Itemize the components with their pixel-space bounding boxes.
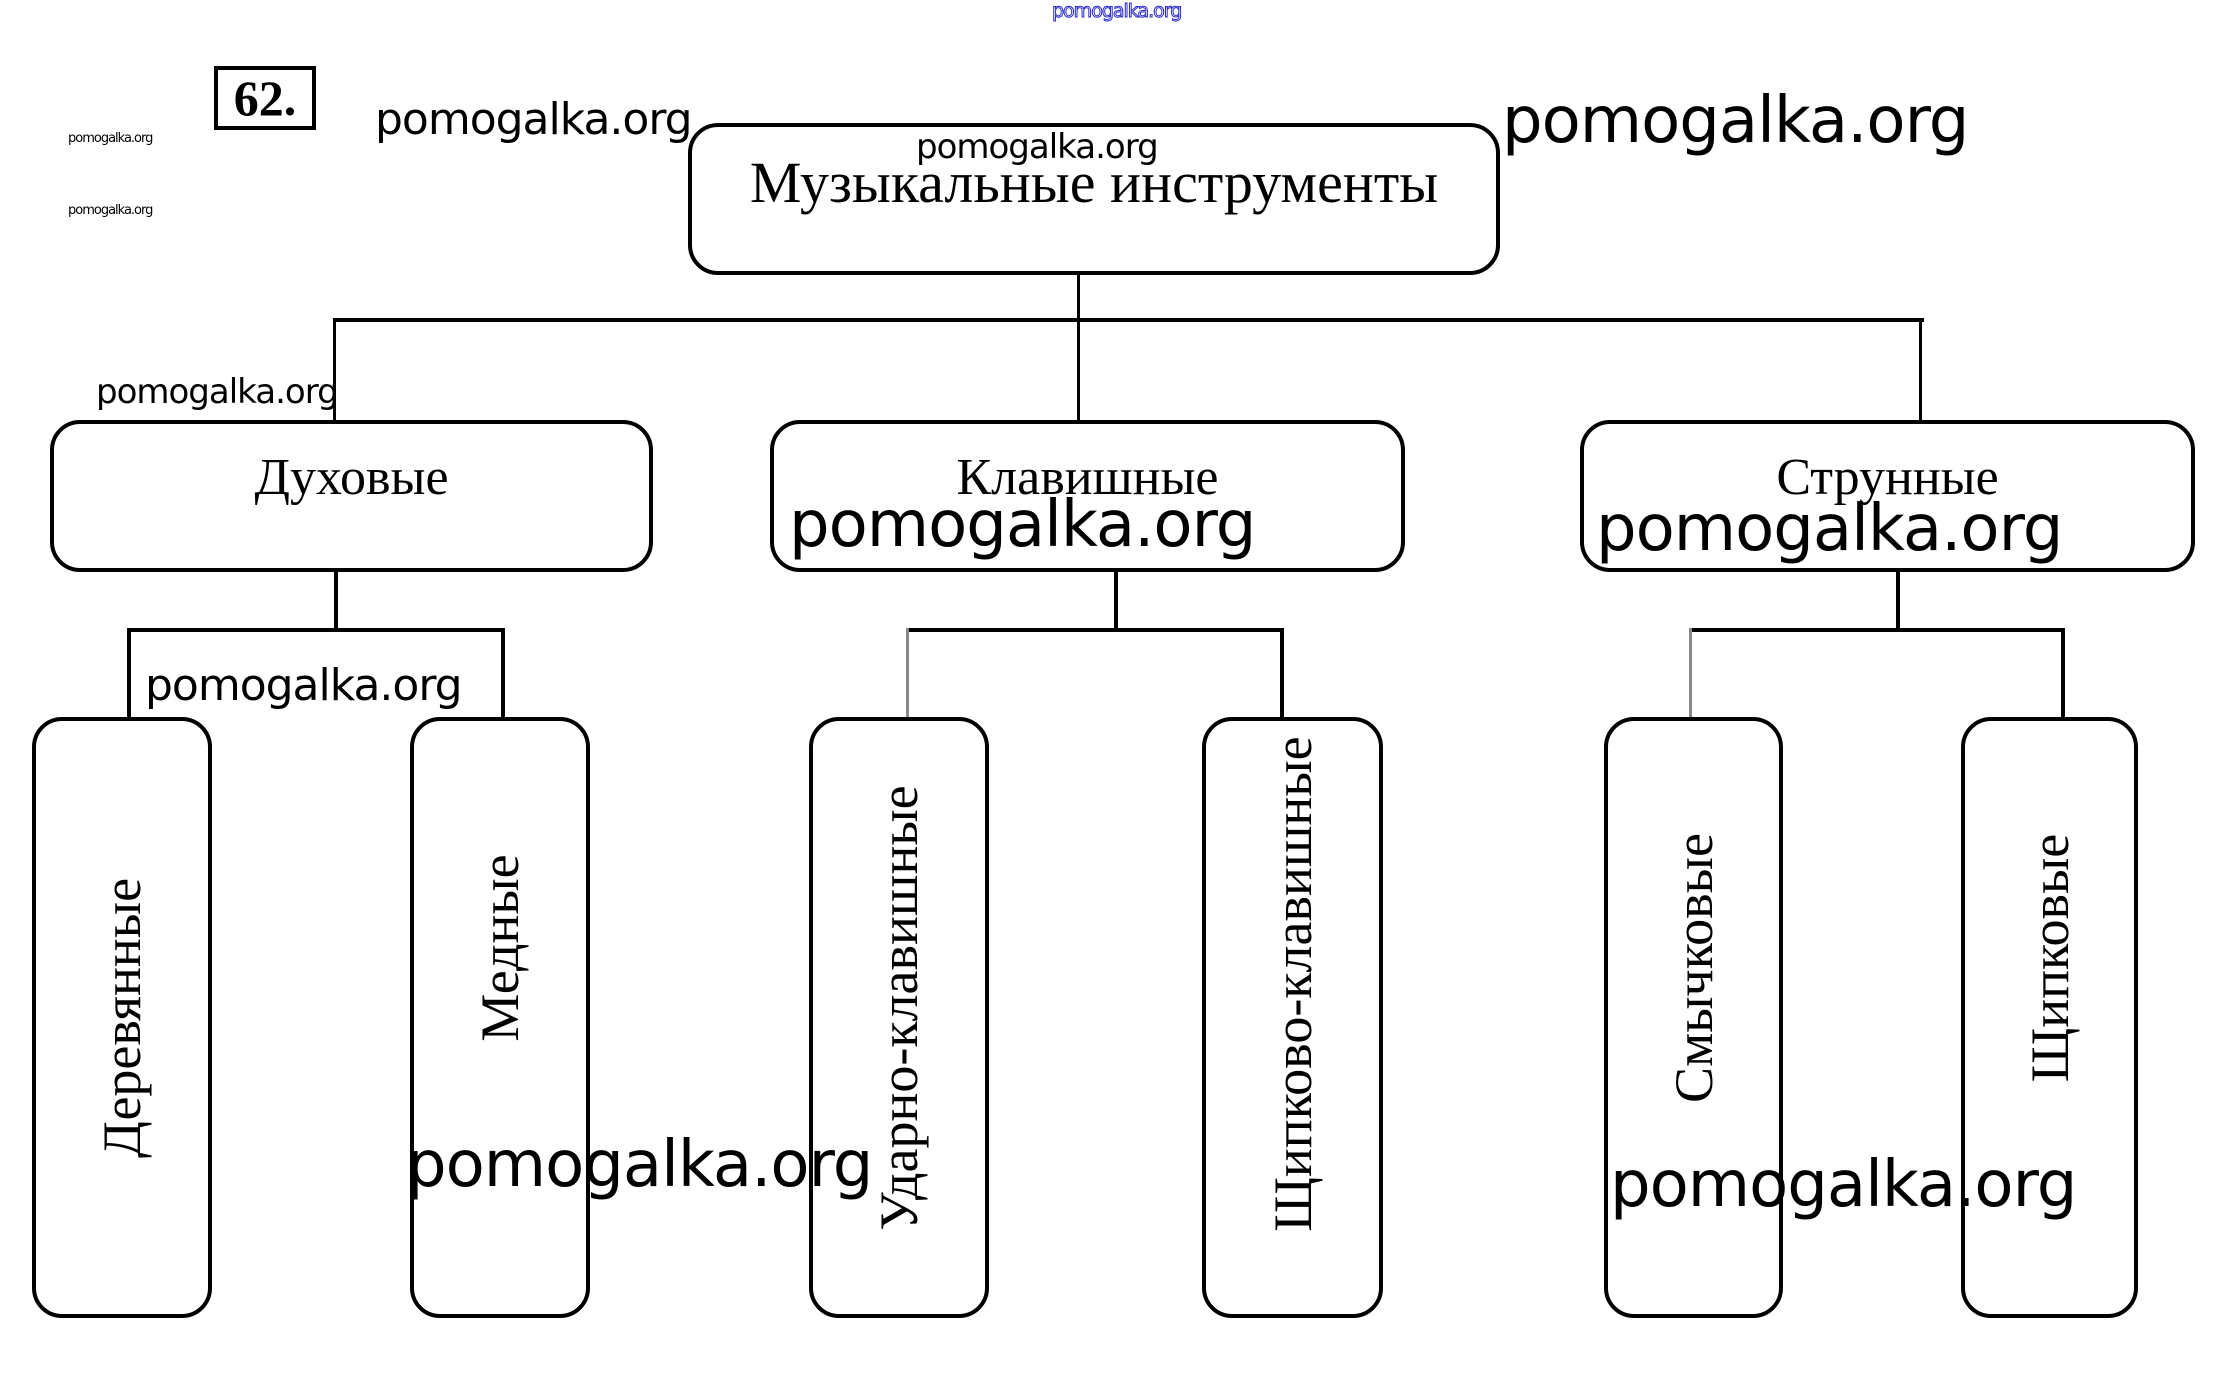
connector-to-plucked-keyboard — [1280, 628, 1284, 719]
watermark-2: pomogalka.org — [916, 127, 1159, 167]
connector-wind-horizontal — [127, 628, 505, 632]
watermark-8: pomogalka.org — [406, 1128, 873, 1202]
connector-to-strings — [1919, 318, 1922, 422]
watermark-9: pomogalka.org — [1610, 1148, 2077, 1222]
category-label: Клавишные — [956, 449, 1219, 506]
connector-to-brass — [501, 628, 505, 719]
connector-to-bowed — [1689, 628, 1692, 719]
connector-to-hammer-keyboard — [906, 628, 909, 719]
connector-keyboard-down — [1114, 572, 1118, 632]
subcategory-node-hammer-keyboard: Ударно-клавишные — [809, 717, 989, 1318]
connector-keyboard-horizontal — [906, 628, 1284, 632]
subcategory-label: Щипково-клавишные — [1262, 735, 1323, 1232]
task-number: 62. — [233, 70, 297, 126]
watermark-3: pomogalka.org — [1502, 84, 1969, 158]
task-number-badge: 62. — [214, 66, 316, 130]
connector-to-wind — [333, 318, 336, 422]
category-label: Духовые — [254, 449, 449, 506]
watermark-7: pomogalka.org — [145, 660, 463, 711]
connector-strings-down — [1896, 572, 1900, 632]
connector-strings-horizontal — [1689, 628, 2065, 632]
connector-to-woodwind — [127, 628, 131, 719]
watermark-small-1: pomogalka.org — [68, 131, 153, 146]
connector-wind-down — [334, 572, 338, 632]
connector-to-plucked-strings — [2061, 628, 2065, 719]
watermark-top-outline: pomogalka.org — [1051, 0, 1182, 23]
subcategory-node-plucked-keyboard: Щипково-клавишные — [1202, 717, 1383, 1318]
category-node-wind: Духовые — [50, 420, 653, 572]
subcategory-label: Щипковые — [2019, 833, 2080, 1082]
subcategory-label: Деревянные — [92, 877, 152, 1158]
category-node-strings: Струнные — [1580, 420, 2195, 572]
root-node: Музыкальные инструменты — [688, 123, 1500, 275]
subcategory-label: Медные — [470, 853, 530, 1042]
subcategory-label: Смычковые — [1663, 832, 1724, 1103]
subcategory-node-woodwind: Деревянные — [32, 717, 212, 1318]
watermark-4: pomogalka.org — [96, 372, 339, 412]
watermark-6: pomogalka.org — [1596, 492, 2063, 566]
category-label: Струнные — [1776, 449, 1999, 506]
category-node-keyboard: Клавишные — [770, 420, 1405, 572]
subcategory-node-brass: Медные — [410, 717, 590, 1318]
watermark-small-2: pomogalka.org — [68, 203, 153, 218]
subcategory-node-bowed: Смычковые — [1604, 717, 1783, 1318]
root-node-label: Музыкальные инструменты — [749, 150, 1439, 215]
connector-root-down — [1077, 275, 1080, 423]
subcategory-node-plucked-strings: Щипковые — [1961, 717, 2138, 1318]
connector-level1-horizontal — [333, 318, 1924, 322]
watermark-1: pomogalka.org — [375, 94, 693, 145]
watermark-5: pomogalka.org — [789, 488, 1256, 562]
subcategory-label: Ударно-клавишные — [869, 784, 929, 1231]
